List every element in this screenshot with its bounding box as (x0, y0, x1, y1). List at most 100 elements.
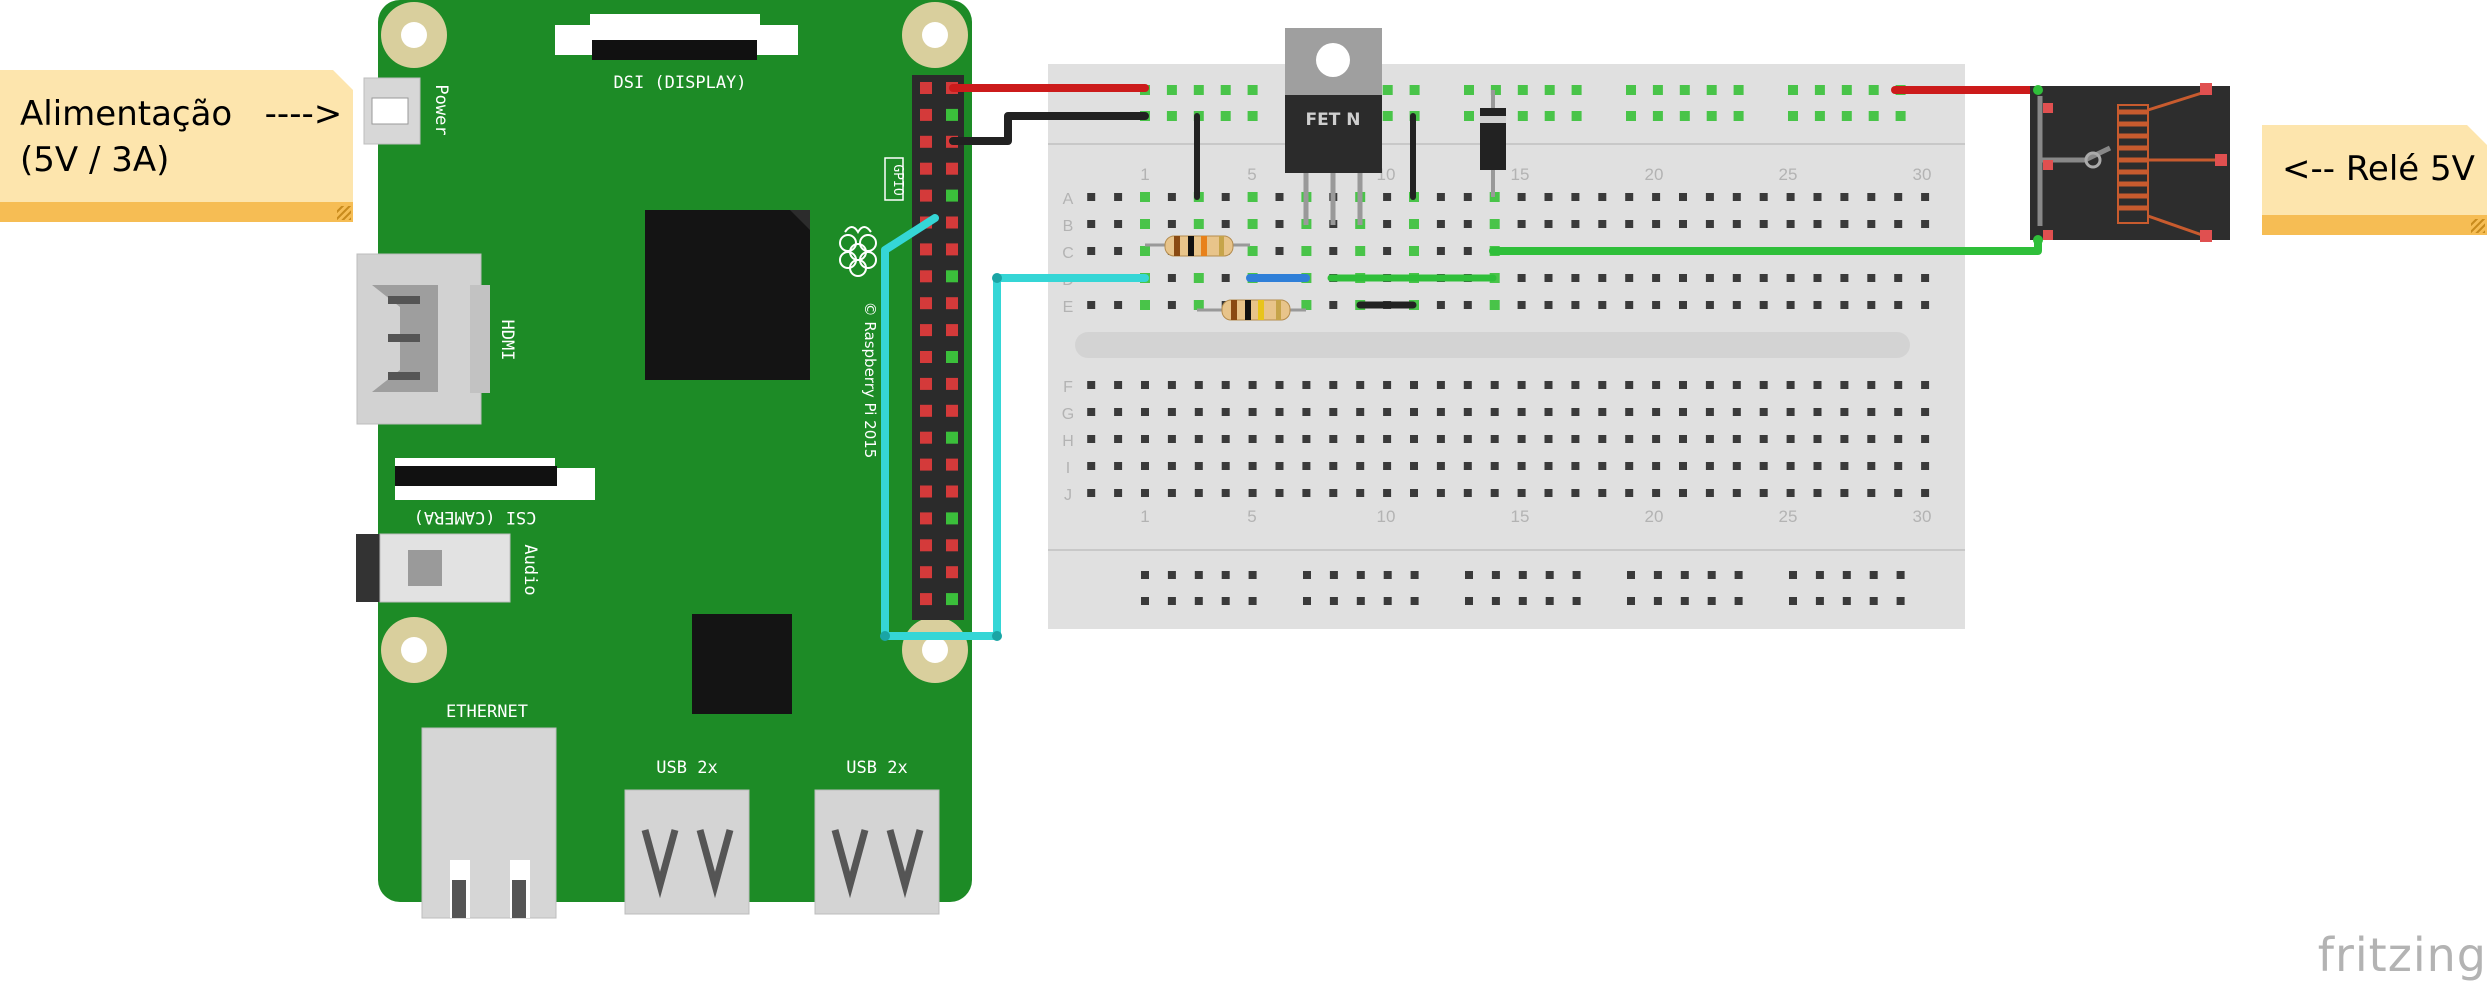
breadboard-hole (1679, 489, 1687, 497)
breadboard-hole (1275, 489, 1284, 497)
breadboard-hole (1732, 462, 1741, 470)
breadboard-hole (1383, 408, 1392, 416)
connected-hole (1247, 85, 1258, 95)
breadboard-hole (1383, 193, 1392, 201)
soc-chip (645, 210, 810, 380)
breadboard-hole (1786, 301, 1795, 309)
breadboard-hole (1329, 571, 1338, 579)
connected-hole (1841, 85, 1852, 95)
connected-hole (1166, 111, 1177, 121)
relay-note: <-- Relé 5V (2262, 125, 2487, 235)
connected-hole (1409, 85, 1420, 95)
breadboard-hole (1436, 220, 1445, 228)
breadboard-hole (1518, 597, 1527, 605)
breadboard-hole (1329, 489, 1338, 497)
connected-hole (1355, 246, 1366, 256)
breadboard-hole (1813, 435, 1822, 443)
breadboard-hole (1679, 462, 1687, 470)
gpio-pin (920, 485, 932, 498)
connected-hole (1193, 273, 1204, 283)
breadboard-hole (1114, 247, 1123, 255)
breadboard-hole (1517, 301, 1526, 309)
breadboard-hole (1275, 220, 1284, 228)
breadboard-hole (1194, 462, 1203, 470)
breadboard-hole (1141, 489, 1149, 497)
breadboard-hole (1705, 489, 1714, 497)
gpio-pin (946, 485, 958, 498)
breadboard-hole (1813, 381, 1822, 389)
breadboard-hole (1087, 462, 1096, 470)
breadboard-hole (1329, 408, 1338, 416)
breadboard-hole (1759, 274, 1768, 282)
connected-hole (1841, 111, 1852, 121)
breadboard-hole (1813, 220, 1822, 228)
ethernet-port-icon (421, 727, 557, 919)
breadboard-hole (1707, 597, 1716, 605)
breadboard-hole (1410, 381, 1418, 389)
breadboard-hole (1815, 597, 1824, 605)
breadboard-hole (1517, 274, 1526, 282)
breadboard-hole (1921, 193, 1930, 201)
breadboard-hole (1652, 408, 1661, 416)
breadboard-hole (1087, 193, 1096, 201)
breadboard-hole (1572, 597, 1581, 605)
breadboard-hole (1303, 597, 1311, 605)
breadboard-hole (1786, 193, 1795, 201)
gpio-pin (946, 108, 958, 121)
connected-hole (1193, 219, 1204, 229)
breadboard-hole (1221, 435, 1230, 443)
breadboard-hole (1625, 220, 1634, 228)
breadboard-hole (1705, 274, 1714, 282)
breadboard-hole (1867, 193, 1876, 201)
breadboard-hole (1518, 571, 1527, 579)
row-letter-g: G (1062, 406, 1074, 423)
breadboard-hole (1436, 247, 1445, 255)
breadboard-hole (1436, 462, 1445, 470)
connected-hole (1247, 192, 1258, 202)
hdmi-label: HDMI (497, 320, 517, 361)
breadboard-hole (1652, 381, 1661, 389)
raspberry-pi-board: DSI (DISPLAY) CSI (CAMERA) Power HDMI Au (356, 0, 972, 919)
breadboard-hole (1517, 489, 1526, 497)
audio-jack-icon (356, 533, 511, 603)
breadboard-hole (1842, 597, 1851, 605)
breadboard-hole (1625, 408, 1634, 416)
breadboard-hole (1867, 408, 1876, 416)
breadboard-hole (1544, 381, 1553, 389)
breadboard-hole (1867, 462, 1876, 470)
wire-black-gnd (949, 112, 1149, 145)
gpio-pin (920, 108, 932, 121)
breadboard-hole (1329, 597, 1338, 605)
breadboard-hole (1436, 435, 1445, 443)
gpio-pin (920, 162, 932, 175)
connected-hole (1409, 219, 1419, 229)
raspberry-logo-icon (839, 226, 877, 277)
breadboard-hole (1383, 489, 1392, 497)
breadboard-hole (1786, 489, 1795, 497)
fritzing-watermark: fritzing (2317, 928, 2487, 982)
breadboard-hole (1114, 408, 1123, 416)
connected-hole (1571, 85, 1582, 95)
dsi-connector (555, 14, 798, 60)
breadboard-hole (1329, 247, 1338, 255)
breadboard-hole (1517, 220, 1526, 228)
breadboard-hole (1248, 462, 1257, 470)
breadboard-hole (1894, 435, 1903, 443)
breadboard-hole (1653, 571, 1662, 579)
breadboard-hole (1921, 274, 1930, 282)
breadboard-hole (1867, 435, 1876, 443)
connected-hole (1517, 111, 1528, 121)
breadboard-hole (1840, 193, 1849, 201)
breadboard-hole (1275, 247, 1284, 255)
breadboard-hole (1087, 435, 1096, 443)
relay-module (2030, 83, 2230, 242)
resistor-1 (1145, 235, 1250, 257)
connected-hole (1626, 111, 1636, 121)
breadboard-hole (1894, 220, 1903, 228)
gpio-pin (920, 512, 932, 525)
breadboard-hole (1167, 408, 1176, 416)
gpio-pin (920, 351, 932, 363)
breadboard-hole (1625, 435, 1634, 443)
connected-hole (1868, 111, 1879, 121)
